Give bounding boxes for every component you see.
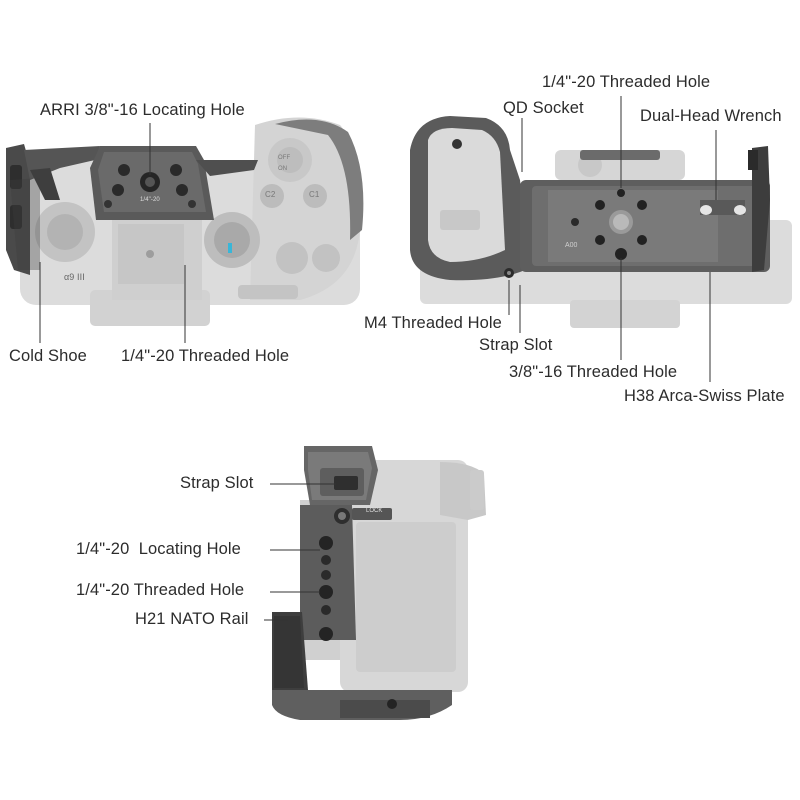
callout-cold-shoe: Cold Shoe bbox=[9, 347, 87, 365]
dial-mark-c2: C2 bbox=[265, 190, 276, 199]
callout-strap-slot-side: Strap Slot bbox=[180, 474, 254, 492]
cage-top bbox=[6, 144, 258, 275]
camera-model-mark: α9 III bbox=[64, 272, 85, 282]
callout-lines-bottom bbox=[264, 483, 336, 621]
lock-engraving: LOCK bbox=[366, 508, 382, 514]
callout-m4-threaded-hole: M4 Threaded Hole bbox=[364, 314, 502, 332]
callout-lines-top-left bbox=[39, 123, 186, 343]
cage-engraving: 1/4"-20 bbox=[140, 197, 160, 203]
callout-threaded-hole-side: 1/4"-20 Threaded Hole bbox=[76, 581, 245, 599]
dial-mark-on: ON bbox=[278, 166, 288, 172]
callout-nato-rail: H21 NATO Rail bbox=[135, 610, 249, 628]
plate-engraving: A00 bbox=[565, 242, 578, 249]
callout-qd-socket: QD Socket bbox=[503, 99, 584, 117]
dial-mark-off: OFF bbox=[278, 155, 291, 161]
callout-dual-head-wrench: Dual-Head Wrench bbox=[640, 107, 782, 125]
base-plate-bottom bbox=[410, 116, 770, 281]
dial-mark-c1: C1 bbox=[309, 190, 320, 199]
callout-arri-locating-hole: ARRI 3/8"-16 Locating Hole bbox=[40, 101, 245, 119]
callout-locating-hole-side: 1/4"-20 Locating Hole bbox=[76, 540, 241, 558]
callout-strap-slot-plate: Strap Slot bbox=[479, 336, 553, 354]
cage-side bbox=[272, 446, 452, 720]
callout-threaded-hole-bottom-plate: 1/4"-20 Threaded Hole bbox=[542, 73, 711, 91]
callout-arca-swiss-plate: H38 Arca-Swiss Plate bbox=[624, 387, 785, 405]
callout-38-threaded-hole: 3/8"-16 Threaded Hole bbox=[509, 363, 678, 381]
callout-threaded-hole-top: 1/4"-20 Threaded Hole bbox=[121, 347, 290, 365]
callout-lines-top-right bbox=[508, 96, 717, 382]
